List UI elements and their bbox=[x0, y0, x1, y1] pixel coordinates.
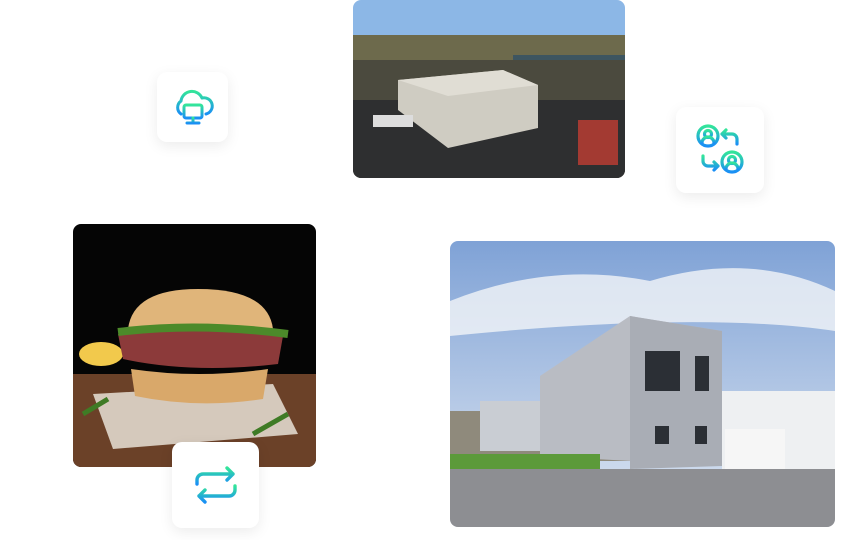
office-building-photo bbox=[450, 241, 835, 527]
repeat-arrows-card bbox=[172, 442, 259, 528]
repeat-arrows-icon bbox=[189, 458, 243, 512]
cloud-monitor-icon bbox=[170, 84, 216, 130]
user-exchange-card bbox=[676, 107, 764, 193]
cloud-monitor-card bbox=[157, 72, 228, 142]
aerial-warehouse-photo bbox=[353, 0, 625, 178]
user-exchange-icon bbox=[692, 122, 748, 178]
sandwich-photo bbox=[73, 224, 316, 467]
